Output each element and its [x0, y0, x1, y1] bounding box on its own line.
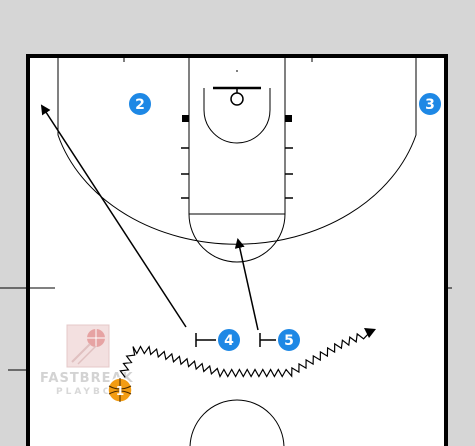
player-2-label: 2 — [135, 97, 145, 113]
player-3[interactable]: 3 — [417, 91, 443, 117]
player-4[interactable]: 4 — [216, 327, 242, 353]
cut-path-4 — [40, 104, 187, 328]
center-circle — [189, 399, 285, 446]
court-ticks — [123, 56, 313, 72]
paint-lane — [188, 55, 286, 215]
player-5-label: 5 — [284, 333, 294, 349]
restricted-area — [203, 88, 271, 144]
outside-markers — [0, 287, 452, 371]
dribble-path-1 — [119, 331, 371, 378]
screen-5 — [259, 333, 276, 347]
free-throw-circle — [188, 213, 286, 263]
player-4-label: 4 — [224, 333, 234, 349]
lane-hash-marks — [181, 147, 293, 199]
watermark-line-1: FASTBREAK — [40, 371, 134, 386]
lane-block-right — [285, 115, 292, 122]
player-2[interactable]: 2 — [127, 91, 153, 117]
court-floor — [26, 54, 448, 446]
cut-path-5 — [234, 238, 259, 331]
watermark-logo — [66, 324, 110, 368]
screen-4 — [195, 333, 216, 347]
dribble-arrowhead — [364, 328, 376, 338]
lane-block-left — [182, 115, 189, 122]
player-3-label: 3 — [425, 97, 435, 113]
rim — [230, 92, 244, 106]
watermark-line-2: PLAYBOOK — [56, 387, 134, 397]
player-1-label: 1 — [116, 384, 124, 398]
player-5[interactable]: 5 — [276, 327, 302, 353]
player-1-with-ball[interactable]: 1 — [107, 377, 133, 403]
